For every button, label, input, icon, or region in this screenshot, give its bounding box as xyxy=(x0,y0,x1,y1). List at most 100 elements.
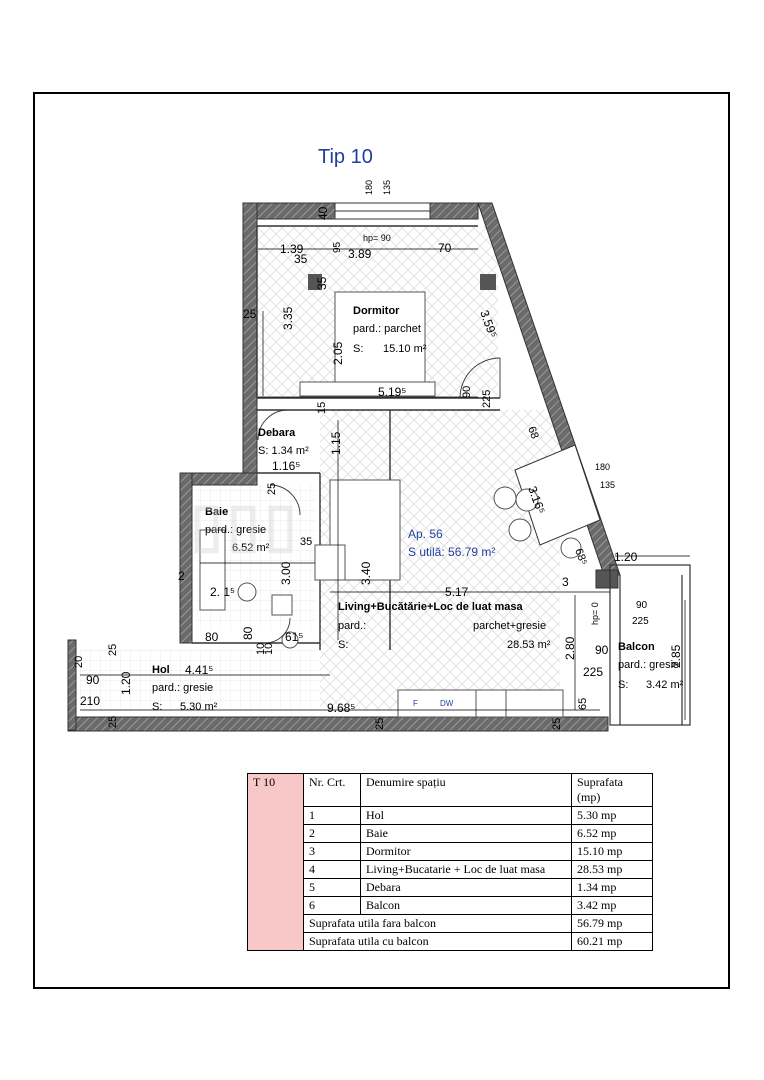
summary-row: Suprafata utila fara balcon 56.79 mp xyxy=(248,914,653,933)
dim-10a: 10 xyxy=(263,643,275,655)
dim-20: 20 xyxy=(73,656,85,668)
table-row: 5 Debara 1.34 mp xyxy=(248,878,653,897)
dim-280: 2.80 xyxy=(563,636,577,660)
dim-25b: 25 xyxy=(266,483,278,495)
dim-210: 210 xyxy=(80,694,100,708)
dormitor-name: Dormitor xyxy=(353,305,400,317)
balcon-name: Balcon xyxy=(618,641,655,653)
dim-25f: 25 xyxy=(551,718,563,730)
room-labels: Dormitor pard.: parchet S: 15.10 m² Deba… xyxy=(152,305,684,713)
dim-685: 68⁵ xyxy=(572,547,589,567)
dim-top-a: 180 xyxy=(364,180,374,195)
baie-area: 6.52 m² xyxy=(232,542,270,554)
table-row: 2 Baie 6.52 mp xyxy=(248,824,653,843)
row-name: Debara xyxy=(360,878,572,897)
dim-3: 3 xyxy=(562,575,569,589)
row-area: 5.30 mp xyxy=(571,806,653,825)
dim-225a: 225 xyxy=(481,390,493,408)
dim-90c: 90 xyxy=(595,643,609,657)
living-area: 28.53 m² xyxy=(507,639,551,651)
dim-2: 2 xyxy=(178,569,185,583)
hol-name: Hol xyxy=(152,664,170,676)
dim-25a: 25 xyxy=(243,307,257,321)
dim-right-135: 135 xyxy=(600,480,615,490)
dim-1165: 1.16⁵ xyxy=(272,459,300,473)
interior-walls xyxy=(192,225,500,650)
table-row: 4 Living+Bucatarie + Loc de luat masa 28… xyxy=(248,860,653,879)
dim-225b: 225 xyxy=(632,616,649,627)
dim-9685: 9.68⁵ xyxy=(327,701,355,715)
dim-35b: 35 xyxy=(315,276,329,290)
table-row: 3 Dormitor 15.10 mp xyxy=(248,842,653,861)
dim-225c: 225 xyxy=(583,665,603,679)
dormitor-area: 15.10 m² xyxy=(383,343,427,355)
dim-80a: 80 xyxy=(205,630,219,644)
balcon-area: 3.42 m² xyxy=(646,679,684,691)
dishwasher-label: DW xyxy=(440,699,454,708)
summary-row: Suprafata utila cu balcon 60.21 mp xyxy=(248,932,653,951)
area-table: T 10 Nr. Crt. Denumire spațiu Suprafata … xyxy=(247,773,653,951)
table-row: 1 Hol 5.30 mp xyxy=(248,806,653,825)
dim-35a: 35 xyxy=(294,252,308,266)
living-name: Living+Bucătărie+Loc de luat masa xyxy=(338,601,524,613)
furniture xyxy=(199,291,582,718)
row-area: 3.42 mp xyxy=(571,896,653,915)
baie-name: Baie xyxy=(205,506,228,518)
dim-389: 3.89 xyxy=(348,247,372,261)
dim-139: 1.39 xyxy=(280,242,304,256)
dim-4415: 4.41⁵ xyxy=(185,663,213,677)
plan-title: Tip 10 xyxy=(318,146,373,168)
dim-25e: 25 xyxy=(374,718,386,730)
row-name: Dormitor xyxy=(360,842,572,861)
row-nr: 2 xyxy=(303,824,361,843)
drawing-frame xyxy=(33,92,730,989)
living-floor-label: pard.: xyxy=(338,620,366,632)
dim-68: 68 xyxy=(525,425,540,441)
apartment-label: Ap. 56 xyxy=(408,527,443,541)
header-area: Suprafata (mp) xyxy=(571,773,653,807)
dim-615: 61⁵ xyxy=(285,630,303,644)
dim-top-b: 135 xyxy=(382,180,392,195)
header-name: Denumire spațiu xyxy=(360,773,572,807)
row-area: 1.34 mp xyxy=(571,878,653,897)
balcon-area-label: S: xyxy=(618,679,628,691)
dim-517: 5.17 xyxy=(445,585,469,599)
row-name: Balcon xyxy=(360,896,572,915)
window-living xyxy=(514,444,601,546)
row-name: Hol xyxy=(360,806,572,825)
dim-205: 2.05 xyxy=(331,341,345,365)
dim-10b: 10 xyxy=(255,643,267,655)
row-area: 28.53 mp xyxy=(571,860,653,879)
row-nr: 6 xyxy=(303,896,361,915)
hol-area: 5.30 m² xyxy=(180,701,218,713)
row-name: Living+Bucatarie + Loc de luat masa xyxy=(360,860,572,879)
balcon-floor-label: pard.: gresie xyxy=(618,659,679,671)
dim-90b: 90 xyxy=(636,600,648,611)
header-nr: Nr. Crt. xyxy=(303,773,361,807)
dim-35c: 35 xyxy=(300,536,312,548)
apartment-area: S utilă: 56.79 m² xyxy=(408,545,495,559)
dim-70: 70 xyxy=(438,241,452,255)
watermark: ▯▯▯ xyxy=(190,491,302,558)
door-swings xyxy=(257,357,501,644)
dim-90d: 90 xyxy=(86,673,100,687)
dim-285: 2.85 xyxy=(669,644,683,668)
balcony-outline xyxy=(609,564,691,726)
row-nr: 4 xyxy=(303,860,361,879)
dim-hp0: hp= 0 xyxy=(590,602,600,625)
dormitor-area-label: S: xyxy=(353,343,363,355)
dim-90a: 90 xyxy=(461,386,473,398)
dimension-lines xyxy=(80,248,690,720)
living-floor-value: parchet+gresie xyxy=(473,620,546,632)
dim-right-180: 180 xyxy=(595,462,610,472)
dimension-texts: 180 135 40 hp= 90 1.39 3.89 35 95 70 35 … xyxy=(73,180,683,730)
hol-area-label: S: xyxy=(152,701,162,713)
summary-label: Suprafata utila fara balcon xyxy=(303,914,572,933)
dormitor-floor-label: pard.: parchet xyxy=(353,323,421,335)
dim-hp: hp= 90 xyxy=(363,233,391,243)
summary-area: 56.79 mp xyxy=(571,914,653,933)
summary-label: Suprafata utila cu balcon xyxy=(303,932,572,951)
dim-80b: 80 xyxy=(241,626,255,640)
dim-95: 95 xyxy=(332,241,343,253)
